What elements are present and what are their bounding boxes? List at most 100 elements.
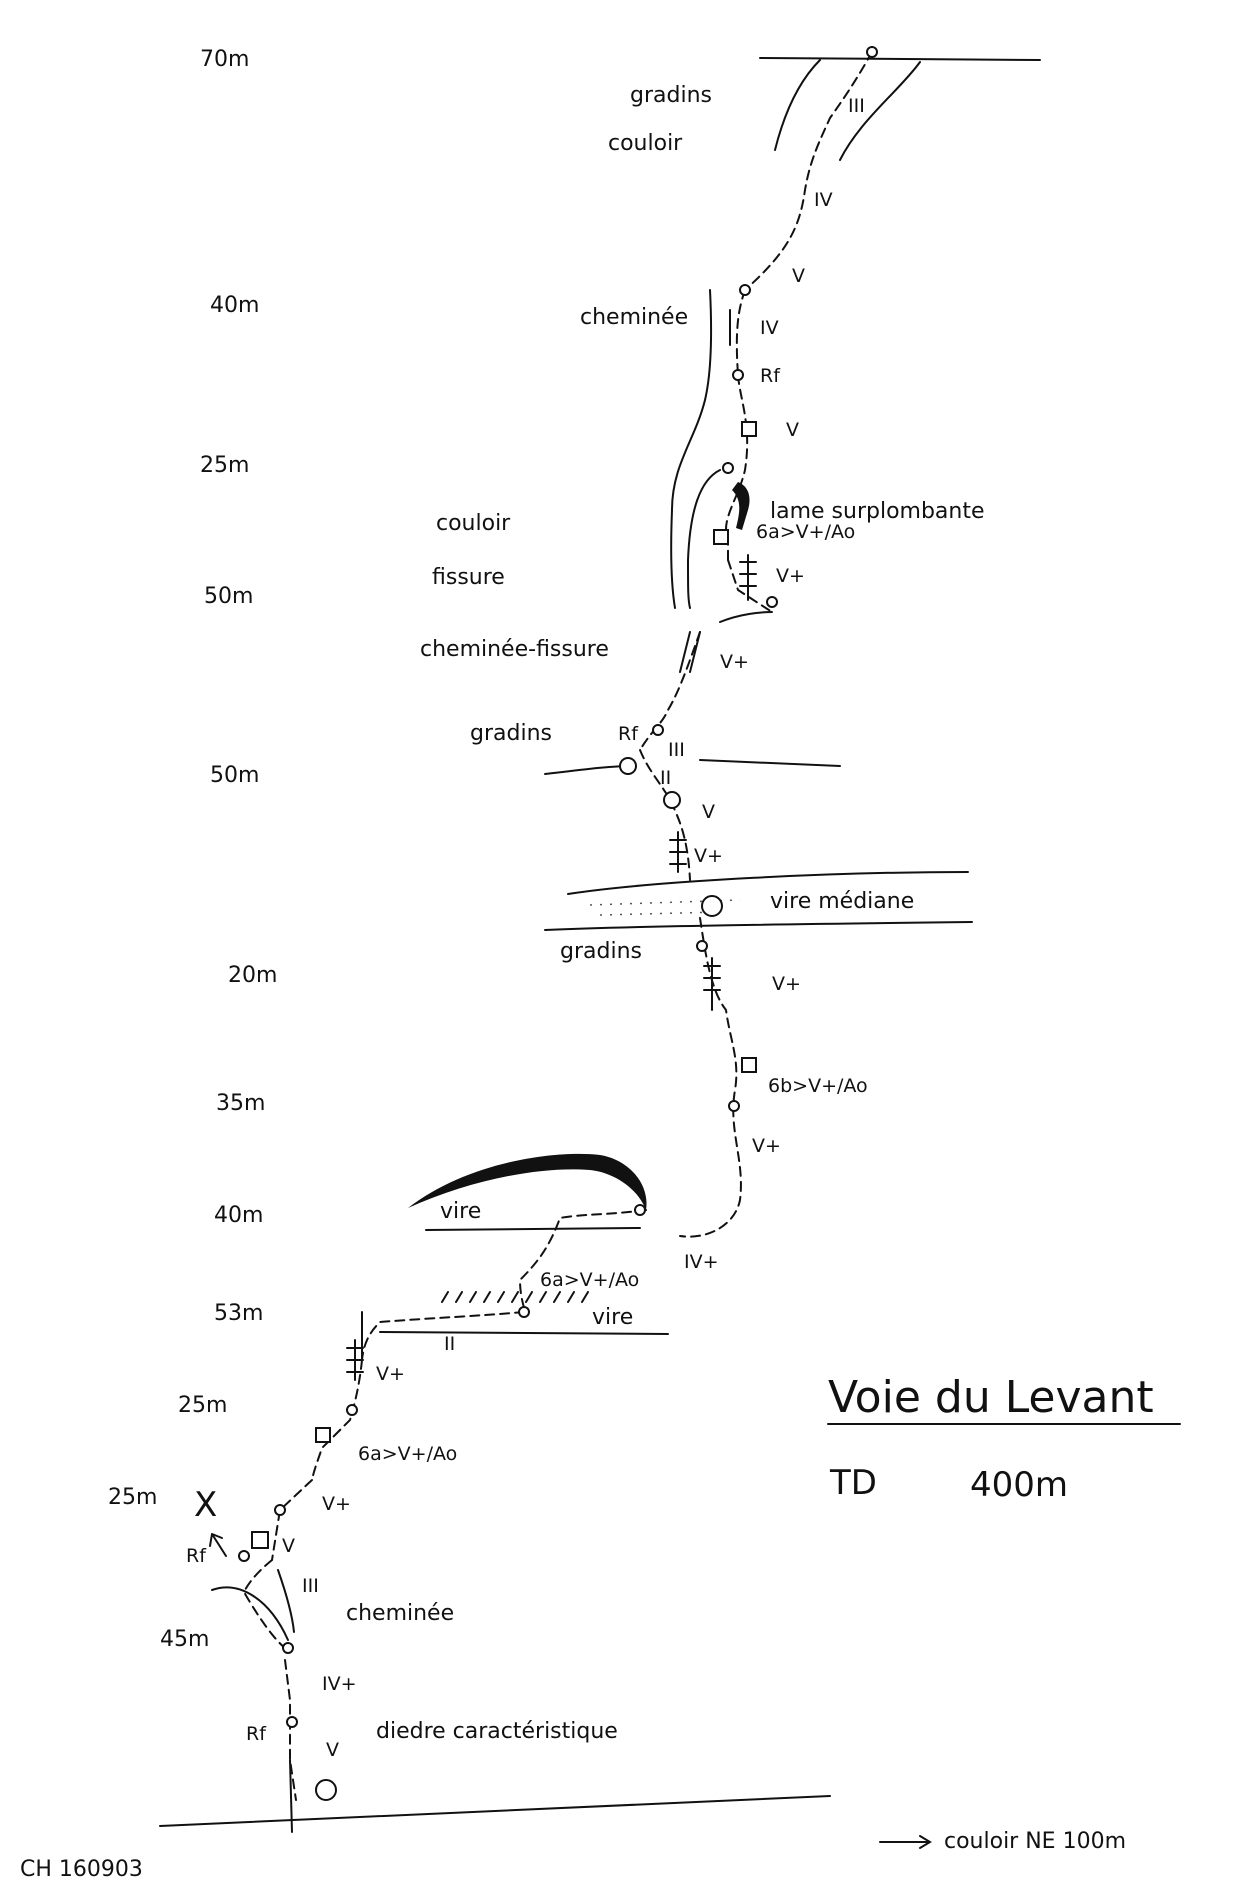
belay-ring-icon [315, 1779, 337, 1801]
grade-label: V [326, 1739, 339, 1761]
grade-label: 6a>V+/Ao [756, 521, 855, 543]
overhanging-flake [732, 482, 750, 530]
belay-ring-icon [663, 791, 681, 809]
pitch-length: 53m [214, 1301, 263, 1326]
belay-station [286, 1716, 298, 1728]
grade-label: V [702, 801, 715, 823]
pitch-length: 35m [216, 1091, 265, 1116]
arrow-right-icon [879, 1835, 932, 1849]
belay-station [732, 369, 744, 381]
feature-label: couloir [608, 131, 683, 156]
grade-labels: III IV V IV Rf V 6a>V+/Ao V+ V+ Rf III I… [186, 95, 868, 1761]
arrow-up-icon [209, 1533, 227, 1557]
ledge-under-flake [719, 611, 773, 623]
bolt-ladder-icon [739, 554, 757, 601]
pitch-length: 25m [178, 1393, 227, 1418]
belay-station [766, 596, 778, 608]
grade-label: IV [814, 189, 833, 211]
route-pitch-1 [744, 51, 873, 291]
feature-label: lame surplombante [770, 499, 985, 524]
chimney-wall-inner [686, 469, 721, 609]
vire-ledge-lower [379, 1331, 669, 1335]
feature-label: vire médiane [770, 889, 914, 914]
pitch-length: 25m [200, 453, 249, 478]
belay-station [739, 284, 751, 296]
grade-label: Rf [760, 365, 781, 387]
feature-label: gradins [630, 83, 712, 108]
approach-note: couloir NE 100m [944, 1829, 1126, 1854]
piton-box-icon [741, 421, 757, 437]
grade-label: Rf [618, 723, 639, 745]
pitch-length: 20m [228, 963, 277, 988]
summit-ridge-line [759, 57, 1041, 61]
gradins-ledge-right [699, 759, 841, 767]
belay-station [282, 1642, 294, 1654]
route-difficulty: TD [829, 1463, 877, 1503]
route-pitch-3 [725, 374, 749, 561]
grade-label: 6a>V+/Ao [358, 1443, 457, 1465]
piton-box-icon [315, 1427, 331, 1443]
route-pitch-5 [639, 631, 701, 751]
route-height: 400m [970, 1465, 1068, 1505]
feature-label: diedre caractéristique [376, 1719, 618, 1744]
belay-station [274, 1504, 286, 1516]
belay-station [634, 1204, 646, 1216]
grade-label: III [668, 739, 685, 761]
grade-label: V+ [376, 1363, 405, 1385]
grade-label: V+ [322, 1493, 351, 1515]
feature-label: couloir [436, 511, 511, 536]
grade-label: IV [760, 317, 779, 339]
title-block: Voie du Levant TD 400m [827, 1372, 1181, 1505]
footer-notes: couloir NE 100m CH 160903 [20, 1829, 1126, 1882]
grade-label: II [444, 1333, 455, 1355]
grade-label: V+ [720, 651, 749, 673]
start-marker: X [194, 1485, 227, 1557]
vire-overhang-marks [441, 1291, 589, 1303]
vire-mediane-scree [589, 899, 741, 916]
belay-station [696, 940, 708, 952]
gradins-ledge-left [544, 765, 631, 775]
route-pitch-10 [339, 1359, 363, 1431]
grade-label: IV+ [684, 1251, 719, 1273]
feature-label: vire [440, 1199, 481, 1224]
route-line [242, 51, 873, 1801]
grade-label: V [792, 265, 805, 287]
belay-summit [866, 46, 878, 58]
pitch-length: 50m [204, 584, 253, 609]
vire-mediane-top [567, 871, 969, 895]
belay-ring-icon [701, 895, 723, 917]
start-cross-icon: X [194, 1485, 217, 1525]
piton-box-icon [713, 529, 729, 545]
feature-labels: gradins couloir cheminée lame surplomban… [346, 83, 985, 1744]
route-pitch-7 [679, 917, 742, 1238]
feature-label: vire [592, 1305, 633, 1330]
grade-label: III [848, 95, 865, 117]
grade-label: IV+ [322, 1673, 357, 1695]
base-ground-line [159, 1795, 831, 1827]
bolt-ladder-icon [346, 1339, 364, 1381]
feature-label: cheminée [580, 305, 688, 330]
route-pitch-12 [271, 1479, 313, 1561]
feature-label: cheminée-fissure [420, 637, 609, 662]
route-pitch-2 [735, 289, 746, 376]
route-pitch-14 [284, 1659, 297, 1801]
pitch-length: 25m [108, 1485, 157, 1510]
route-pitch-9 [361, 1311, 525, 1361]
reference-code: CH 160903 [20, 1857, 143, 1882]
grade-label: 6a>V+/Ao [540, 1269, 639, 1291]
route-pitch-8 [518, 1209, 647, 1313]
belay-station [238, 1550, 250, 1562]
belay-station [518, 1306, 530, 1318]
lower-chimney-right [277, 1569, 295, 1633]
grade-label: III [302, 1575, 319, 1597]
belay-station [652, 724, 664, 736]
grade-label: V+ [776, 565, 805, 587]
pitch-length: 40m [214, 1203, 263, 1228]
grade-label: Rf [186, 1545, 207, 1567]
summit-couloir-left-wall [774, 59, 821, 151]
roof-overhang [408, 1153, 647, 1210]
chimney-wall-upper [670, 289, 713, 609]
pitch-length: 50m [210, 763, 259, 788]
piton-box-icon [741, 1057, 757, 1073]
